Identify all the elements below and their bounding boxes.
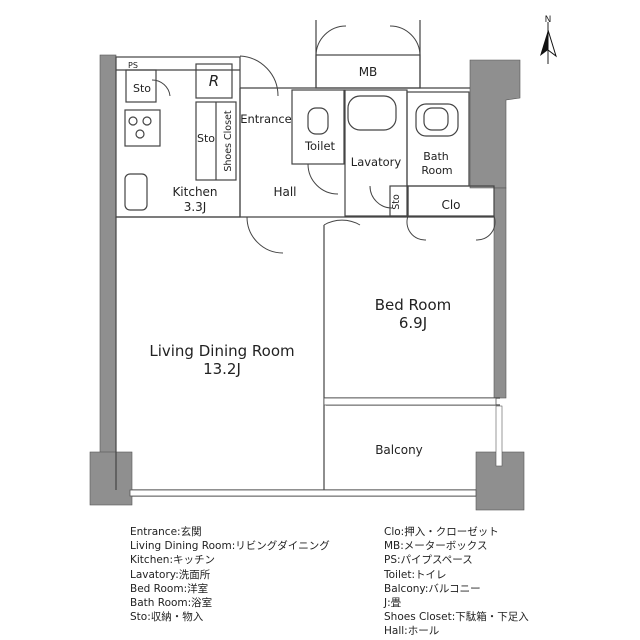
kitchen-size-label: 3.3J bbox=[184, 200, 207, 214]
bath-room-label-2: Room bbox=[421, 164, 452, 177]
north-compass: N bbox=[540, 15, 557, 64]
refrigerator-label: R bbox=[209, 72, 219, 90]
legend-item: Hall:ホール bbox=[384, 625, 440, 638]
sto-kitchen-label: Sto bbox=[133, 82, 151, 95]
legend-item: Kitchen:キッチン bbox=[130, 554, 215, 567]
legend-right: Clo:押入・クローゼット MB:メーターボックス PS:パイプスペース Toi… bbox=[384, 525, 529, 639]
toilet-label: Toilet bbox=[304, 139, 336, 153]
legend-item: Bath Room:浴室 bbox=[130, 596, 213, 609]
legend-item: Sto:収納・物入 bbox=[130, 611, 204, 624]
legend-item: Entrance:玄関 bbox=[130, 526, 202, 538]
bed-room-label: Bed Room bbox=[375, 296, 452, 314]
legend-item: Living Dining Room:リビングダイニング bbox=[130, 540, 330, 553]
legend-item: Bed Room:洋室 bbox=[130, 582, 209, 595]
sto-hall-label: Sto bbox=[391, 194, 402, 210]
living-dining-label: Living Dining Room bbox=[149, 342, 294, 360]
ps-label: PS bbox=[128, 61, 138, 70]
hall-label: Hall bbox=[273, 185, 296, 199]
lavatory-label: Lavatory bbox=[351, 155, 402, 169]
compass-label: N bbox=[545, 15, 552, 25]
wall-lines bbox=[115, 20, 500, 497]
kitchen-label: Kitchen bbox=[172, 185, 217, 199]
structural-walls bbox=[89, 54, 525, 511]
shoes-closet-label: Shoes Closet bbox=[223, 110, 234, 172]
bath-room-label-1: Bath bbox=[423, 150, 449, 163]
mb-label: MB bbox=[359, 65, 378, 79]
living-dining-size-label: 13.2J bbox=[203, 360, 241, 378]
sto-shoes-label: Sto bbox=[197, 132, 215, 145]
legend-item: PS:パイプスペース bbox=[384, 554, 473, 567]
legend-item: Balcony:バルコニー bbox=[384, 582, 481, 595]
legend-item: Lavatory:洗面所 bbox=[130, 568, 211, 581]
entrance-label: Entrance bbox=[240, 112, 292, 126]
balcony-label: Balcony bbox=[375, 443, 423, 457]
clo-label: Clo bbox=[441, 198, 460, 212]
legend-left: Entrance:玄関 Living Dining Room:リビングダイニング… bbox=[130, 525, 330, 624]
windows bbox=[129, 397, 497, 497]
legend-item: Toilet:トイレ bbox=[384, 568, 447, 581]
door-swings bbox=[151, 25, 496, 254]
legend-item: MB:メーターボックス bbox=[384, 540, 488, 553]
legend-item: Shoes Closet:下駄箱・下足入 bbox=[384, 611, 529, 624]
bed-room-size-label: 6.9J bbox=[399, 314, 427, 332]
legend-item: Clo:押入・クローゼット bbox=[384, 526, 499, 538]
legend-item: J:畳 bbox=[384, 596, 402, 609]
